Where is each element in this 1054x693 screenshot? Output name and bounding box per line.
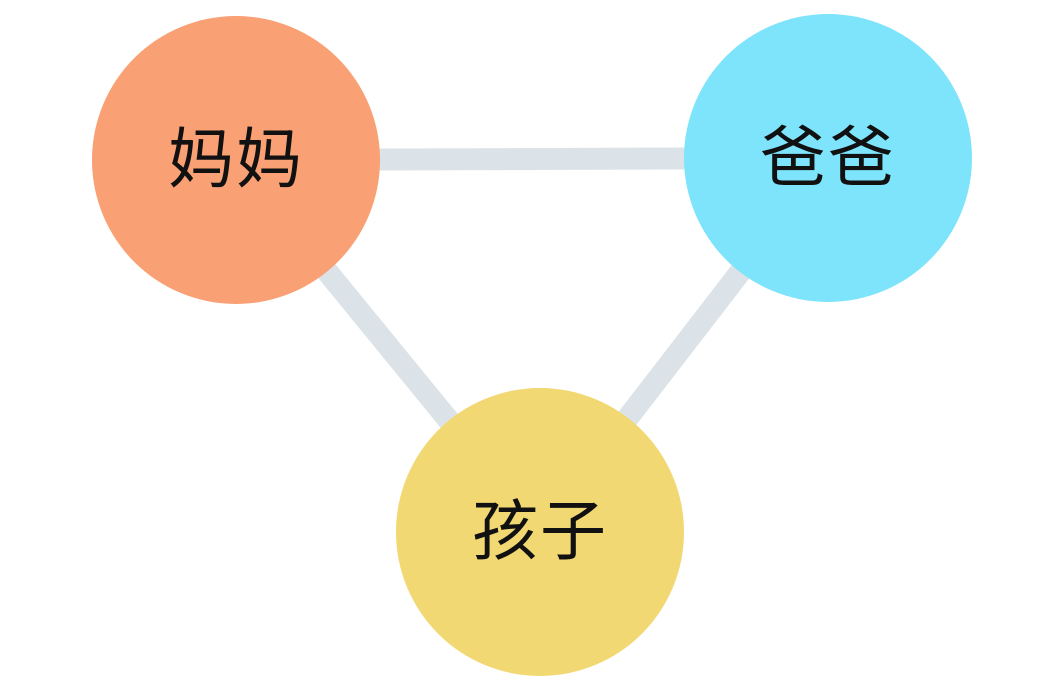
node-dad: 爸爸 <box>684 14 972 302</box>
node-mom-label: 妈妈 <box>168 121 304 198</box>
node-mom: 妈妈 <box>92 16 380 304</box>
node-dad-label: 爸爸 <box>760 119 896 196</box>
node-child: 孩子 <box>396 388 684 676</box>
node-child-label: 孩子 <box>472 493 608 570</box>
